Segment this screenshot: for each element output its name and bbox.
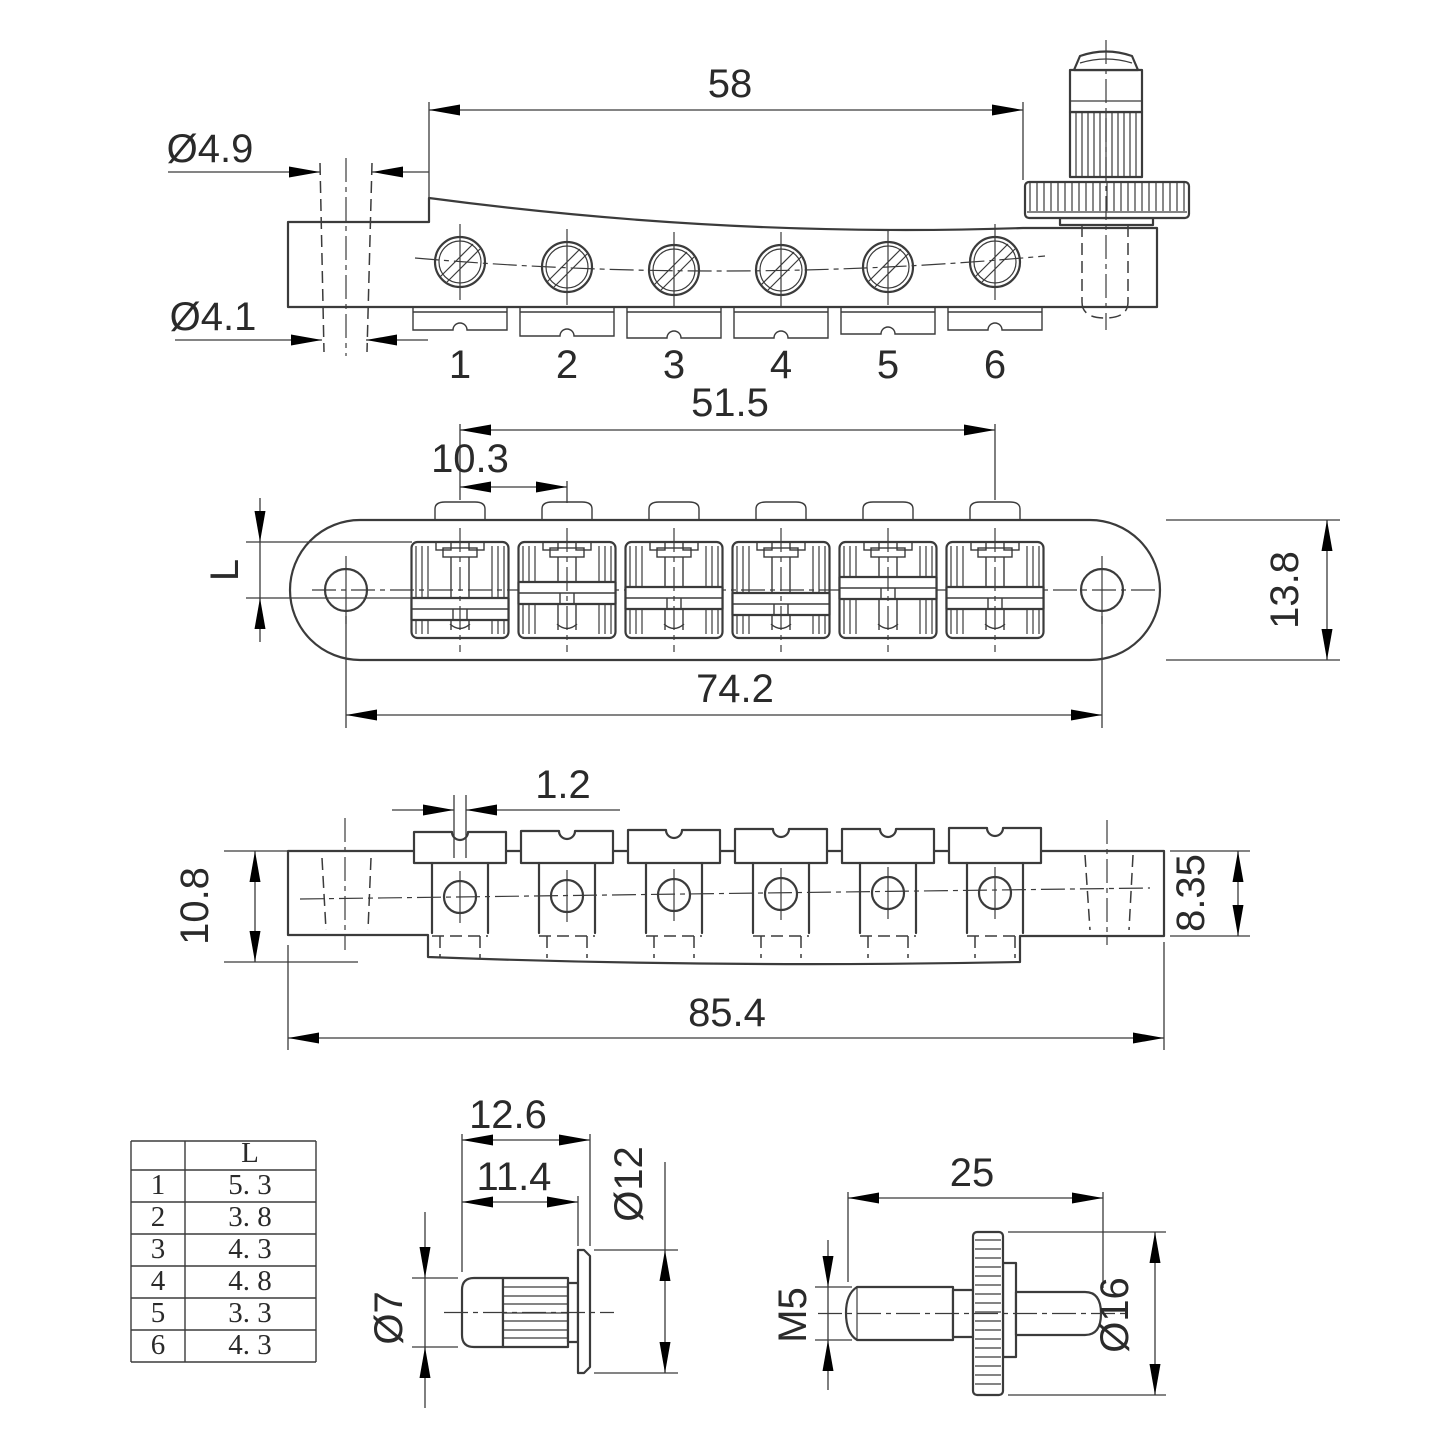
table-row3-no: 3 xyxy=(151,1233,166,1265)
table-row6-value: 4. 3 xyxy=(228,1329,272,1361)
dim-flange-dia: Ø12 xyxy=(594,1146,678,1374)
dim-74-2: 74.2 xyxy=(345,616,1103,728)
thumbwheel-knurl xyxy=(1027,183,1187,213)
table-row1-no: 1 xyxy=(151,1169,166,1201)
dim-wheel-dia: Ø16 xyxy=(1008,1231,1166,1396)
dim-L: L xyxy=(203,498,412,642)
dim-hole-bottom-label: Ø4.1 xyxy=(170,295,257,339)
back-body-outline xyxy=(286,849,1166,966)
dim-85-4-label: 85.4 xyxy=(688,991,766,1035)
detail-bushing: 12.6 11.4 Ø12 Ø7 xyxy=(367,1093,678,1408)
dim-25-label: 25 xyxy=(950,1151,995,1195)
table-row5-value: 3. 3 xyxy=(228,1297,272,1329)
dim-85-4: 85.4 xyxy=(287,942,1165,1050)
dim-51-5-label: 51.5 xyxy=(691,381,769,425)
table-row6-no: 6 xyxy=(151,1329,166,1361)
saddle-number-4: 4 xyxy=(770,343,792,387)
barrel-knurl xyxy=(1075,113,1137,176)
dim-L-label: L xyxy=(203,559,247,581)
bridge-body-outline xyxy=(286,196,1159,309)
saddle-screw-heads xyxy=(433,224,1022,308)
dim-M5: M5 xyxy=(771,1240,852,1390)
table-header-L: L xyxy=(241,1137,259,1169)
dim-10-8: 10.8 xyxy=(173,850,358,963)
dim-58-label: 58 xyxy=(708,62,753,106)
dim-10-3-label: 10.3 xyxy=(431,437,509,481)
dim-10-8-label: 10.8 xyxy=(173,867,217,945)
back-saddles xyxy=(412,826,1043,958)
table-row4-value: 4. 8 xyxy=(228,1265,272,1297)
dim-58: 58 xyxy=(428,62,1024,198)
dim-10-3: 10.3 xyxy=(431,437,568,503)
plan-body-outline xyxy=(288,518,1162,662)
dim-1-2: 1.2 xyxy=(392,763,620,858)
view-plan: 51.5 10.3 L 13.8 74.2 xyxy=(203,381,1340,728)
saddle-number-2: 2 xyxy=(556,343,578,387)
saddle-number-6: 6 xyxy=(984,343,1006,387)
dim-74-2-label: 74.2 xyxy=(696,667,774,711)
dim-hole-bottom: Ø4.1 xyxy=(170,295,428,346)
dim-M5-label: M5 xyxy=(771,1287,815,1343)
table-row3-value: 4. 3 xyxy=(228,1233,272,1265)
dim-13-8: 13.8 xyxy=(1166,519,1340,661)
saddle-number-1: 1 xyxy=(449,343,471,387)
view-side-elevation: 58 Ø4.9 Ø4.1 1 2 3 4 5 6 xyxy=(167,40,1191,387)
table-row2-no: 2 xyxy=(151,1201,166,1233)
dim-12-6: 12.6 xyxy=(461,1093,591,1272)
post-wheel-knurl xyxy=(975,1239,1001,1385)
back-post-hole-centerlines xyxy=(344,818,1108,950)
dim-13-8-label: 13.8 xyxy=(1263,551,1307,629)
string-centerline xyxy=(414,255,1046,272)
dim-51-5: 51.5 xyxy=(459,381,996,500)
back-string-centerline xyxy=(299,887,1151,900)
post-hole-hidden-lines xyxy=(319,162,373,353)
saddle-tabs xyxy=(412,307,1043,339)
saddle-numbers: 1 2 3 4 5 6 xyxy=(449,343,1006,387)
dim-wheel-dia-label: Ø16 xyxy=(1093,1277,1137,1353)
dim-shank-dia-label: Ø7 xyxy=(367,1291,411,1344)
post-hub xyxy=(1001,1261,1018,1359)
dim-shank-dia: Ø7 xyxy=(367,1212,458,1408)
bushing-head xyxy=(460,1276,505,1349)
dim-11-4: 11.4 xyxy=(462,1155,579,1246)
detail-post-screw: 25 M5 Ø16 xyxy=(771,1151,1166,1397)
dim-8-35: 8.35 xyxy=(1169,850,1250,937)
saddle-offset-table: L 1 5. 3 2 3. 8 3 4. 3 4 4. 8 5 3. 3 6 4… xyxy=(130,1137,317,1363)
dim-25: 25 xyxy=(847,1151,1104,1288)
back-post-holes-hidden xyxy=(321,854,1134,931)
bushing-flange xyxy=(576,1248,592,1375)
dim-11-4-label: 11.4 xyxy=(477,1155,552,1199)
saddle-number-3: 3 xyxy=(663,343,685,387)
table-row4-no: 4 xyxy=(151,1265,166,1297)
post-stud-hidden xyxy=(1081,225,1129,319)
height-post-assembly xyxy=(1023,40,1191,330)
plan-screw-caps xyxy=(434,501,1021,520)
dim-1-2-label: 1.2 xyxy=(535,763,591,807)
dim-flange-dia-label: Ø12 xyxy=(607,1146,651,1222)
plan-saddle-blocks xyxy=(410,528,1045,652)
dim-8-35-label: 8.35 xyxy=(1169,854,1213,932)
dim-hole-top-label: Ø4.9 xyxy=(167,127,254,171)
view-back-elevation: 1.2 10.8 8.35 85.4 xyxy=(173,763,1250,1050)
saddle-number-5: 5 xyxy=(877,343,899,387)
dim-12-6-label: 12.6 xyxy=(469,1093,547,1137)
table-row5-no: 5 xyxy=(151,1297,166,1329)
table-row2-value: 3. 8 xyxy=(228,1201,272,1233)
table-row1-value: 5. 3 xyxy=(228,1169,272,1201)
dim-hole-top: Ø4.9 xyxy=(167,127,429,178)
